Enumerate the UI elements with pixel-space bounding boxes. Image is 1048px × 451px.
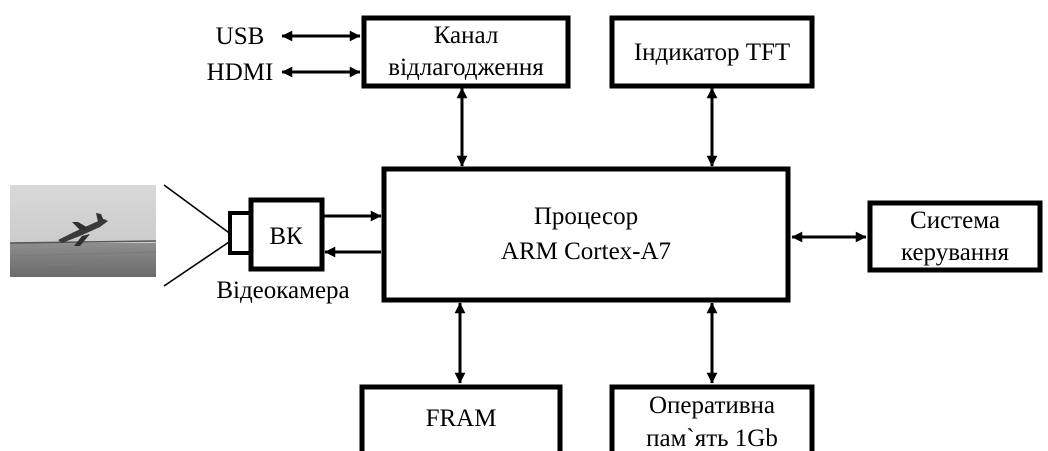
camera-view-photo xyxy=(9,185,157,277)
control-system-block xyxy=(867,200,1043,273)
debug-channel-block xyxy=(361,15,571,89)
ram-label-line1: Оперативна xyxy=(649,392,775,419)
debug-channel-label-line2: відлагодження xyxy=(388,54,544,81)
camera-block xyxy=(248,197,325,272)
camera-label: ВК xyxy=(269,223,303,250)
cpu-label-line1: Процесор xyxy=(534,203,638,230)
fram-block xyxy=(359,384,563,451)
tft-indicator-block xyxy=(609,15,815,89)
usb-label: USB xyxy=(216,23,265,50)
debug-channel-label-line1: Канал xyxy=(434,22,499,49)
fov-line-bottom xyxy=(163,239,233,287)
fov-line-top xyxy=(163,184,233,236)
camera-caption: Відеокамера xyxy=(216,277,349,304)
jet-icon xyxy=(58,213,108,246)
fram-label: FRAM xyxy=(426,405,497,432)
ram-label-line2: пам`ять 1Gb xyxy=(646,425,778,451)
control-system-label-line1: Система xyxy=(910,207,1000,234)
tft-indicator-label: Індикатор TFT xyxy=(634,39,790,66)
cpu-block xyxy=(381,166,791,303)
control-system-label-line2: керування xyxy=(901,239,1010,266)
hdmi-label: HDMI xyxy=(207,59,274,86)
ram-block xyxy=(609,384,815,451)
cpu-label-line2: ARM Cortex-A7 xyxy=(501,238,671,265)
